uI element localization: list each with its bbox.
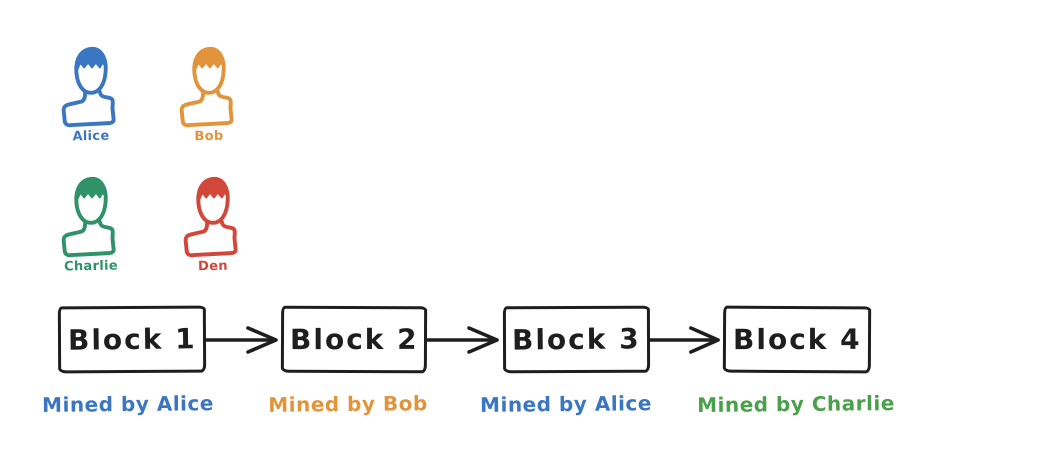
avatar-den: Den bbox=[178, 174, 248, 274]
avatar-charlie: Charlie bbox=[56, 174, 126, 274]
block-3: Block 3 bbox=[502, 305, 651, 374]
right-arrow-icon bbox=[204, 326, 278, 354]
mined-by-label-block-1: Mined by Alice bbox=[41, 391, 214, 417]
avatar-label-bob: Bob bbox=[194, 128, 224, 145]
mined-by-label-block-2: Mined by Bob bbox=[268, 391, 428, 417]
right-arrow-icon bbox=[648, 326, 720, 354]
avatar-label-den: Den bbox=[197, 258, 229, 275]
person-bust-icon bbox=[179, 46, 234, 128]
block-4: Block 4 bbox=[722, 305, 872, 374]
avatar-label-charlie: Charlie bbox=[63, 258, 119, 275]
person-bust-icon bbox=[61, 176, 116, 258]
right-arrow-icon bbox=[425, 326, 499, 354]
person-bust-icon bbox=[61, 46, 116, 128]
mined-by-label-block-4: Mined by Charlie bbox=[697, 390, 895, 418]
block-1: Block 1 bbox=[57, 305, 207, 374]
block-3-label: Block 3 bbox=[512, 322, 641, 357]
person-bust-icon bbox=[183, 176, 238, 258]
avatar-bob: Bob bbox=[174, 44, 244, 144]
block-1-label: Block 1 bbox=[67, 322, 197, 357]
mined-by-label-block-3: Mined by Alice bbox=[479, 391, 652, 417]
avatar-label-alice: Alice bbox=[72, 128, 110, 145]
block-4-label: Block 4 bbox=[732, 322, 862, 357]
block-2-label: Block 2 bbox=[289, 322, 419, 357]
avatar-alice: Alice bbox=[56, 44, 126, 144]
block-2: Block 2 bbox=[280, 305, 428, 374]
